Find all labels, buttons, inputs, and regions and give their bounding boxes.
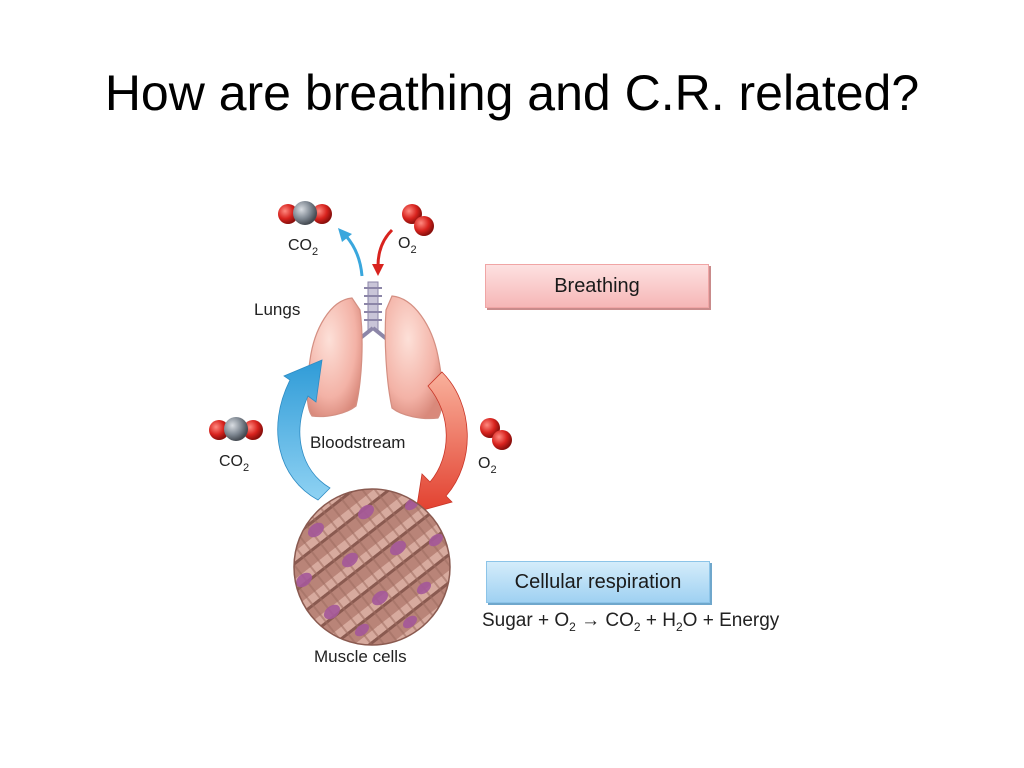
muscle-cells-illustration — [293, 488, 451, 646]
top-o2-molecule — [402, 204, 434, 236]
o2-to-muscle-arrow — [415, 371, 468, 513]
slide-title: How are breathing and C.R. related? — [104, 65, 920, 121]
exhale-arrow — [338, 228, 364, 277]
top-co2-molecule — [278, 201, 332, 225]
left-co2-label: CO2 — [219, 453, 249, 474]
breathing-box: Breathing — [485, 264, 709, 308]
lungs-label: Lungs — [254, 300, 300, 319]
bloodstream-label: Bloodstream — [310, 433, 405, 452]
breathing-box-label: Breathing — [554, 274, 640, 297]
cellular-respiration-box-label: Cellular respiration — [514, 570, 682, 593]
cellular-respiration-box: Cellular respiration — [486, 561, 710, 603]
top-co2-label: CO2 — [288, 237, 318, 258]
respiration-equation: Sugar + O2 → CO2 + H2O + Energy — [482, 610, 780, 634]
co2-to-lungs-arrow — [277, 359, 331, 501]
reaction-arrow: → — [581, 610, 601, 631]
muscle-cells-label: Muscle cells — [314, 647, 407, 666]
inhale-arrow — [372, 228, 394, 276]
left-co2-molecule — [209, 417, 263, 441]
top-o2-label: O2 — [398, 235, 417, 256]
lungs-illustration — [306, 281, 444, 420]
right-o2-label: O2 — [478, 455, 497, 476]
right-o2-molecule — [480, 418, 512, 450]
